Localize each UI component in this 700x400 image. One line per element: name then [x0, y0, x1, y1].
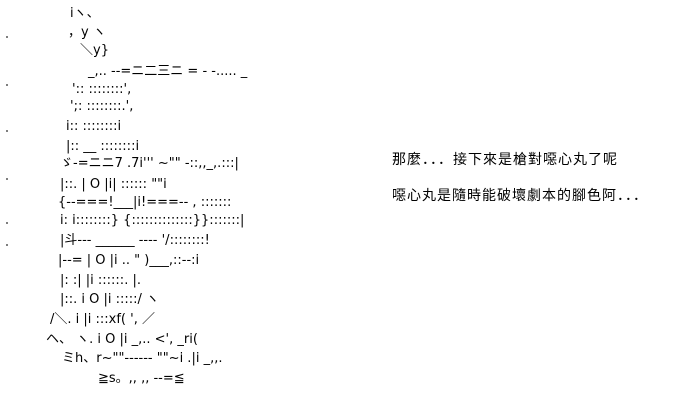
art-line: i:: ::::::::i — [66, 119, 121, 134]
art-line: |--= | O |i .. " )___,::--:i — [58, 253, 199, 268]
art-line: /＼. i |i :::xf( ', ／ — [50, 312, 155, 327]
art-line: ＼y} — [80, 43, 109, 58]
art-line: |::. | O |i| :::::: ""i — [60, 177, 167, 192]
art-line: |:: __ ::::::::i — [66, 139, 139, 154]
art-line: iヽ、 — [70, 6, 100, 21]
art-line: |::. i O |i :::::/ ヽ — [60, 292, 159, 307]
art-line: ヘ、 ヽ. i O |i _,.. <', _ri( — [46, 332, 198, 347]
art-line: _,.. --=ニ二三ニ = - -..... _ — [87, 64, 248, 79]
dialogue-line-2: 噁心丸是隨時能破壞劇本的腳色阿．．． — [392, 188, 648, 204]
art-line: |: :| |i ::::::. |. — [60, 273, 141, 288]
art-line: ゞ-=ニニ7 .7i''' ~"" -::,,_,.:::| — [60, 156, 239, 171]
art-line: ':: ::::::::', — [72, 82, 131, 97]
art-line: ≧s。,, ,, --=≦ — [98, 371, 185, 386]
art-line: ，y ヽ — [68, 25, 106, 40]
art-line: ';: ::::::::.', — [70, 99, 133, 114]
art-line: {--===!___|i!===-- , ::::::: — [58, 195, 231, 210]
ascii-art-character: iヽ、 ，y ヽ ＼y} _,.. --=ニ二三ニ = - -..... _ '… — [46, 6, 248, 386]
margin-dots — [6, 0, 18, 400]
dialogue-line-1: 那麼．．．接下來是槍對噁心丸了呢 — [392, 152, 618, 168]
dialogue-block: 那麼．．．接下來是槍對噁心丸了呢 噁心丸是隨時能破壞劇本的腳色阿．．． — [392, 150, 692, 206]
art-line: ミh、r~""------ ""~i .|i _,,. — [62, 351, 222, 366]
art-line: i: i::::::::} {::::::::::::::}}:::::::| — [60, 213, 244, 228]
art-line: |斗--- ______ ---- '/::::::::! — [60, 233, 210, 248]
